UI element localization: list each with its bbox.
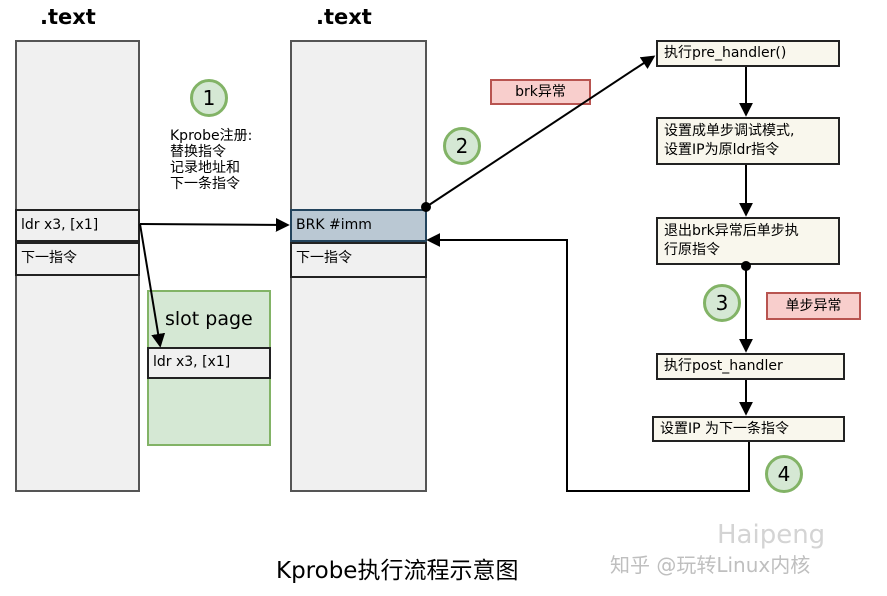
register-note-line-4: 下一条指令: [170, 176, 240, 192]
arrow-return-to-next: [426, 233, 750, 492]
exit-brk-line-2: 行原指令: [664, 242, 720, 258]
left-ldr-label: ldr x3, [x1]: [21, 217, 99, 233]
register-note: Kprobe注册: 替换指令 记录地址和 下一条指令: [170, 128, 252, 192]
watermark-name: Haipeng: [717, 520, 826, 550]
middle-text-header: .text: [316, 5, 372, 29]
middle-next-label: 下一指令: [296, 250, 352, 266]
watermark-site: 知乎 @玩转Linux内核: [610, 553, 811, 577]
step-circle-2: 2: [443, 127, 481, 165]
step-circle-3: 3: [703, 284, 741, 322]
step-circle-4: 4: [765, 455, 803, 493]
left-ldr-cell: ldr x3, [x1]: [15, 209, 140, 242]
step-circle-1: 1: [190, 79, 228, 117]
register-note-line-2: 替换指令: [170, 144, 226, 160]
exit-dot: [741, 261, 751, 271]
left-next-cell: 下一指令: [15, 242, 140, 276]
left-text-header: .text: [40, 5, 96, 29]
exit-brk-line-1: 退出brk异常后单步执: [664, 223, 799, 239]
register-note-line-3: 记录地址和: [170, 160, 240, 176]
diagram-caption: Kprobe执行流程示意图: [276, 558, 519, 584]
pre-handler-box: 执行pre_handler(): [656, 40, 840, 67]
single-step-setup-line-2: 设置IP为原ldr指令: [664, 142, 780, 158]
single-step-exception-label: 单步异常: [766, 292, 861, 320]
single-step-setup-line-1: 设置成单步调试模式,: [664, 123, 795, 139]
register-note-line-1: Kprobe注册:: [170, 128, 253, 144]
arrow-ldr-to-slot: [139, 223, 166, 348]
brk-label: BRK #imm: [296, 217, 372, 233]
middle-next-cell: 下一指令: [290, 242, 427, 278]
slot-ldr-cell: ldr x3, [x1]: [147, 347, 271, 379]
brk-exception-label: brk异常: [490, 79, 591, 105]
brk-cell: BRK #imm: [290, 209, 427, 242]
slot-ldr-label: ldr x3, [x1]: [153, 354, 231, 370]
left-next-label: 下一指令: [21, 250, 77, 266]
single-step-setup-box: 设置成单步调试模式, 设置IP为原ldr指令: [656, 117, 840, 165]
arrow-ldr-to-brk: [139, 217, 290, 232]
brk-dot: [421, 202, 431, 212]
slot-page-title: slot page: [165, 308, 253, 330]
set-ip-next-box: 设置IP 为下一条指令: [652, 416, 845, 442]
arrow-brk-to-pre-handler: [425, 55, 656, 208]
post-handler-box: 执行post_handler: [656, 353, 845, 380]
